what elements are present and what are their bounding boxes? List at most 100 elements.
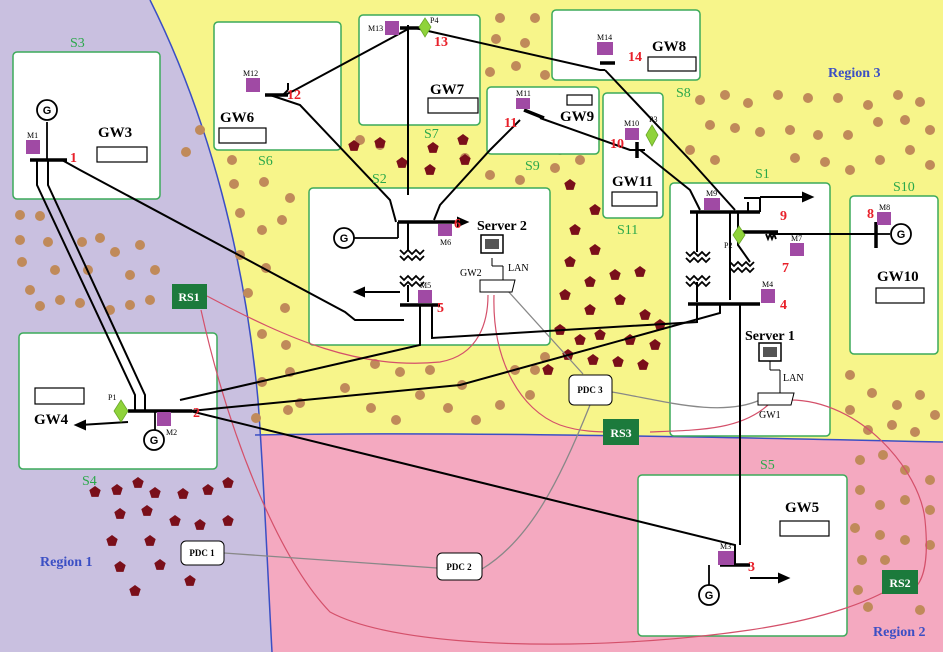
gw7-label: GW7 — [430, 82, 465, 98]
gw9-label: GW9 — [560, 109, 594, 125]
region-3-label: Region 3 — [828, 66, 881, 81]
pentagon-node-27 — [637, 359, 649, 370]
brown-node-56 — [520, 38, 530, 48]
bus-4-label: 4 — [780, 298, 787, 313]
brown-node-65 — [355, 135, 365, 145]
pdc1-label: PDC 1 — [189, 548, 215, 558]
brown-node-108 — [910, 427, 920, 437]
brown-node-17 — [283, 405, 293, 415]
region-2-label: Region 2 — [873, 625, 926, 640]
bus-3-label: 3 — [748, 560, 755, 575]
link-gw2-rs3 — [493, 294, 614, 433]
pdc2-box — [436, 552, 483, 581]
bus-14-label: 14 — [628, 50, 642, 65]
brown-node-67 — [485, 170, 495, 180]
link-pdc2-pdc3 — [481, 404, 591, 570]
pentagon-node-13 — [609, 269, 621, 280]
link-gw1-rs2 — [789, 399, 927, 591]
brown-node-104 — [930, 410, 940, 420]
meter-m7-icon — [790, 243, 804, 256]
meter-m1-label: M1 — [27, 131, 38, 140]
pentagon-node-10 — [589, 244, 601, 255]
relay-station-boxes — [172, 284, 918, 594]
region-1-label: Region 1 — [40, 555, 93, 570]
rs2-label: RS2 — [889, 576, 910, 590]
pentagon-node-11 — [564, 256, 576, 267]
transformers — [399, 231, 777, 288]
pmu-p3-icon — [645, 124, 659, 147]
bus-12-label: 12 — [287, 88, 301, 103]
brown-node-86 — [785, 125, 795, 135]
gw2-shape — [479, 279, 516, 293]
link-rs1-rs2 — [200, 309, 889, 645]
generator-2-icon — [143, 429, 165, 451]
pentagon-node-15 — [559, 289, 571, 300]
brown-node-6 — [235, 208, 245, 218]
link-rs3-gw1 — [649, 404, 769, 433]
brown-node-98 — [905, 145, 915, 155]
brown-node-79 — [833, 93, 843, 103]
pentagon-node-45 — [114, 561, 126, 572]
gw2-label: GW2 — [460, 268, 482, 279]
brown-node-43 — [415, 390, 425, 400]
s5-label: S5 — [760, 458, 775, 473]
brown-node-109 — [855, 455, 865, 465]
brown-node-94 — [790, 153, 800, 163]
pdc2-label: PDC 2 — [446, 562, 472, 572]
brown-node-11 — [243, 288, 253, 298]
brown-node-30 — [35, 301, 45, 311]
meter-m4-icon — [761, 289, 775, 303]
box-s2 — [308, 187, 551, 346]
s1-label: S1 — [755, 167, 770, 182]
generator-8-icon — [890, 223, 912, 245]
gw1-shape — [757, 392, 795, 406]
meter-m3-label: M3 — [720, 542, 731, 551]
brown-node-83 — [705, 120, 715, 130]
brown-node-59 — [540, 70, 550, 80]
meters — [26, 21, 891, 565]
brown-node-119 — [900, 535, 910, 545]
brown-node-48 — [530, 365, 540, 375]
gw11-box — [611, 191, 658, 207]
meter-m3-icon — [718, 551, 734, 565]
brown-node-55 — [491, 34, 501, 44]
meter-m12-icon — [246, 78, 260, 92]
bus-9-label: 9 — [780, 209, 787, 224]
pentagon-node-47 — [129, 585, 141, 596]
brown-node-34 — [125, 300, 135, 310]
pentagon-node-2 — [396, 157, 408, 168]
brown-node-84 — [730, 123, 740, 133]
box-s6 — [213, 21, 342, 151]
pdc-boxes — [180, 374, 613, 581]
brown-node-3 — [229, 179, 239, 189]
brown-node-22 — [15, 235, 25, 245]
pentagon-node-46 — [184, 575, 196, 586]
wireless-links — [200, 294, 927, 645]
meter-m9-icon — [704, 198, 720, 210]
s7-label: S7 — [424, 127, 439, 142]
brown-node-45 — [471, 415, 481, 425]
generator-1-label: G — [43, 105, 52, 117]
pmu-p4-icon — [418, 17, 432, 38]
brown-node-124 — [863, 602, 873, 612]
brown-node-92 — [685, 145, 695, 155]
meter-m13-icon — [385, 21, 399, 35]
gw7-box — [427, 97, 479, 114]
gw9-box — [566, 94, 593, 106]
brown-node-101 — [867, 388, 877, 398]
brown-node-69 — [550, 163, 560, 173]
meter-m1-icon — [26, 140, 40, 154]
brown-node-103 — [915, 390, 925, 400]
brown-node-80 — [863, 100, 873, 110]
meter-m5-label: M5 — [420, 281, 431, 290]
brown-node-62 — [495, 13, 505, 23]
generators — [36, 99, 912, 606]
bus-11-label: 11 — [504, 116, 517, 131]
pentagon-node-43 — [144, 535, 156, 546]
brown-node-95 — [820, 157, 830, 167]
brown-node-5 — [285, 193, 295, 203]
gw8-box — [647, 56, 697, 72]
meter-m12-label: M12 — [243, 69, 258, 78]
bus-6-label: 6 — [454, 217, 461, 232]
